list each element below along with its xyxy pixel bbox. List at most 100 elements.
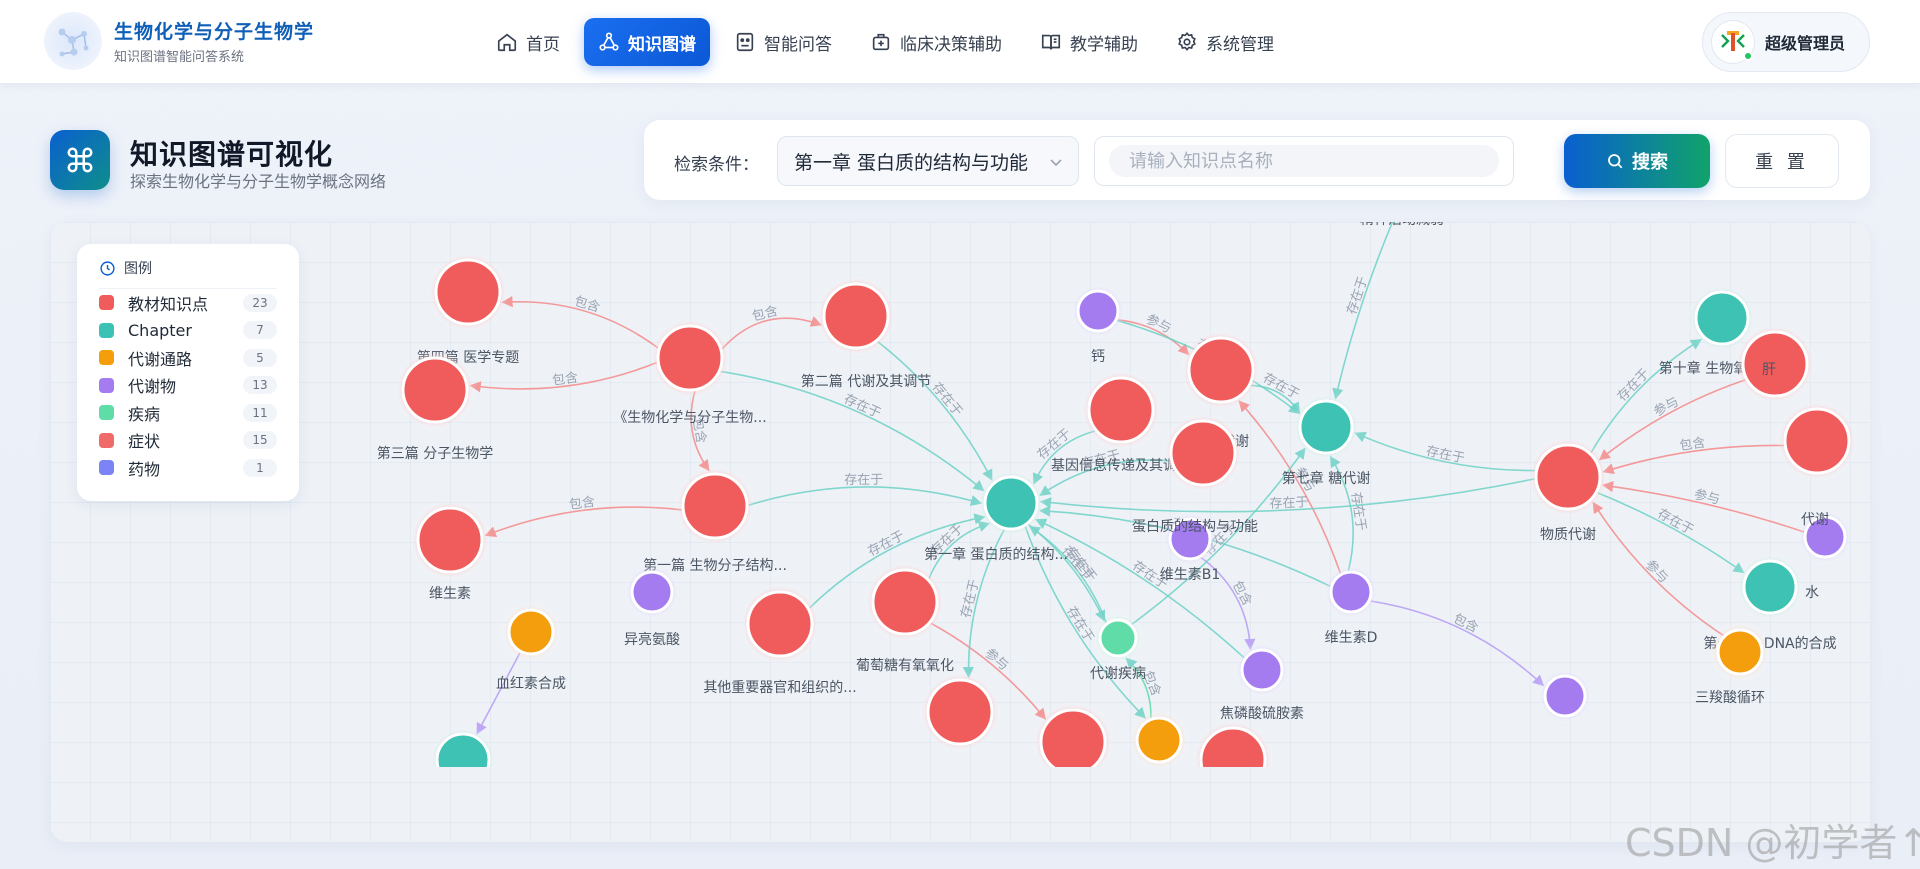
legend-swatch — [99, 405, 114, 421]
search-label: 检索条件： — [674, 155, 759, 175]
graph-node-metabolite[interactable] — [1076, 289, 1120, 333]
legend-item[interactable]: 药物 1 — [99, 454, 277, 482]
graph-node-textbook[interactable] — [656, 324, 724, 392]
user-menu[interactable]: 超级管理员 — [1702, 12, 1870, 72]
legend-item-name: 代谢物 — [128, 377, 177, 397]
graph-node-metabolite[interactable] — [1543, 674, 1587, 718]
app-subtitle: 知识图谱智能问答系统 — [114, 50, 245, 65]
legend-item[interactable]: Chapter 7 — [99, 317, 277, 345]
graph-edge-label: 存在于 — [844, 473, 883, 488]
graph-node-chapter[interactable] — [1298, 399, 1354, 455]
reset-button[interactable]: 重 置 — [1725, 134, 1839, 188]
graph-node-label: 第七章 糖代谢 — [1282, 470, 1370, 487]
graph-edge — [690, 389, 710, 472]
graph-node-textbook[interactable] — [416, 506, 484, 574]
graph-node-label: 蛋白质的结构与功能 — [1132, 519, 1258, 535]
graph-node-textbook[interactable] — [1741, 330, 1809, 398]
graph-node-metabolite[interactable] — [630, 570, 674, 614]
graph-node-metabolite[interactable] — [1168, 517, 1212, 561]
search-button[interactable]: 搜索 — [1564, 134, 1710, 188]
graph-node-textbook[interactable] — [681, 472, 749, 540]
legend-item[interactable]: 疾病 11 — [99, 399, 277, 427]
graph-edge-label: 包含 — [1229, 578, 1256, 609]
legend-item[interactable]: 代谢通路 5 — [99, 344, 277, 372]
graph-edge — [501, 296, 660, 350]
legend-item-name: Chapter — [128, 320, 192, 340]
graph-node-textbook[interactable] — [1534, 443, 1602, 511]
legend-item[interactable]: 教材知识点 23 — [99, 289, 277, 317]
legend-item[interactable]: 代谢物 13 — [99, 372, 277, 400]
graph-node-label: 代谢 — [1801, 512, 1829, 528]
graph-node-chapter[interactable] — [1742, 559, 1798, 615]
graph-node-textbook[interactable] — [822, 282, 890, 350]
graph-node-label: 其他重要器官和组织的... — [703, 680, 856, 696]
legend-title: 图例 — [124, 261, 152, 277]
nav-item-clinical[interactable]: 临床决策辅助 — [856, 18, 1016, 66]
graph-node-pathway[interactable] — [1716, 628, 1764, 676]
graph-node-chapter[interactable] — [983, 475, 1039, 531]
graph-node-label: 《生物化学与分子生物... — [613, 410, 766, 426]
nav-label: 首页 — [526, 34, 560, 55]
graph-node-label: 水 — [1805, 585, 1819, 601]
graph-node-textbook[interactable] — [871, 568, 939, 636]
graph-node-label: 维生素B1 — [1160, 567, 1221, 583]
graph-node-textbook[interactable] — [1039, 708, 1107, 767]
graph-node-textbook[interactable] — [1087, 376, 1155, 444]
graph-node-metabolite[interactable] — [1329, 570, 1373, 614]
graph-node-textbook[interactable] — [926, 678, 994, 746]
graph-node-pathway[interactable] — [507, 608, 555, 656]
graph-edge — [1329, 455, 1354, 573]
command-icon — [50, 130, 110, 190]
graph-node-label: 维生素 — [429, 586, 471, 602]
legend-item[interactable]: 症状 15 — [99, 427, 277, 455]
molecule-logo-icon — [44, 12, 102, 70]
graph-node-textbook[interactable] — [401, 356, 469, 424]
legend-item-name: 教材知识点 — [128, 294, 209, 314]
graph-svg[interactable]: 包含包含包含包含包含存在于存在于存在于存在于参与存在于存在于存在于存在于存在于包… — [50, 222, 1870, 767]
robot-icon — [736, 32, 754, 52]
legend-swatch — [99, 350, 114, 366]
graph-edge-label: 存在于 — [1425, 444, 1466, 467]
graph-node-pathway[interactable] — [1135, 716, 1183, 764]
nav-item-home[interactable]: 首页 — [482, 18, 574, 66]
search-button-label: 搜索 — [1632, 152, 1668, 173]
user-avatar-icon — [1721, 31, 1745, 51]
graph-edge — [929, 621, 1047, 720]
nav-item-system[interactable]: 系统管理 — [1162, 18, 1288, 66]
graph-node-textbook[interactable] — [1783, 407, 1851, 475]
graph-node-chapter[interactable] — [435, 732, 491, 767]
nav-label: 智能问答 — [764, 34, 832, 55]
knowledge-graph-canvas[interactable]: 包含包含包含包含包含存在于存在于存在于存在于参与存在于存在于存在于存在于存在于包… — [50, 222, 1870, 842]
nav-item-teaching[interactable]: 教学辅助 — [1026, 18, 1152, 66]
graph-edge — [1039, 477, 1537, 513]
graph-edge — [1199, 555, 1256, 651]
graph-node-textbook[interactable] — [1187, 336, 1255, 404]
graph-edge-label: 包含 — [1678, 435, 1706, 455]
online-status-dot — [1743, 51, 1753, 61]
graph-edge — [720, 316, 823, 351]
search-input[interactable] — [1109, 145, 1499, 177]
graph-node-chapter[interactable] — [1694, 290, 1750, 346]
graph-node-disease[interactable] — [1098, 618, 1138, 658]
graph-node-label: 第二篇 代谢及其调节 — [801, 373, 931, 390]
legend-swatch — [99, 295, 114, 311]
brand[interactable]: 生物化学与分子生物学 知识图谱智能问答系统 — [44, 12, 314, 70]
graph-icon — [599, 32, 619, 51]
nav-item-knowledge-graph[interactable]: 知识图谱 — [584, 18, 710, 66]
graph-node-label: 焦磷酸硫胺素 — [1220, 706, 1304, 722]
legend-item-count: 5 — [243, 348, 277, 367]
graph-node-metabolite[interactable] — [1240, 648, 1284, 692]
graph-edge-label: 包含 — [750, 303, 779, 325]
legend-item-count: 1 — [243, 458, 277, 477]
graph-node-textbook[interactable] — [434, 258, 502, 326]
chapter-select[interactable]: 第一章 蛋白质的结构与功能 — [777, 136, 1079, 186]
graph-node-textbook[interactable] — [1169, 419, 1237, 487]
graph-node-textbook[interactable] — [746, 590, 814, 658]
nav-item-smart-qa[interactable]: 智能问答 — [720, 18, 846, 66]
graph-edge — [1368, 599, 1545, 687]
graph-node-label: 第三篇 分子生物学 — [377, 445, 493, 462]
graph-node-metabolite[interactable] — [1803, 515, 1847, 559]
graph-viewport[interactable]: 包含包含包含包含包含存在于存在于存在于存在于参与存在于存在于存在于存在于存在于包… — [50, 222, 1870, 767]
search-panel: 检索条件： 第一章 蛋白质的结构与功能 搜索 重 置 — [644, 120, 1870, 200]
graph-node-textbook[interactable] — [1199, 726, 1267, 767]
